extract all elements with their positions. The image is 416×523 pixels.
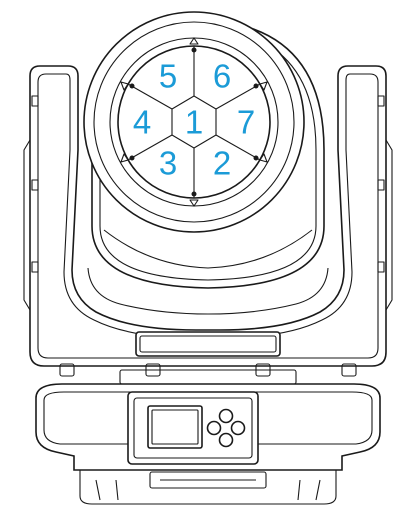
lens-outer-ring xyxy=(83,11,305,233)
up-button-icon xyxy=(218,408,234,424)
left-button-icon xyxy=(206,420,222,436)
led-cells: 1 2 3 4 5 6 7 xyxy=(127,46,261,198)
yoke-label-plate xyxy=(135,331,281,357)
head xyxy=(83,11,325,289)
segment-label-6: 6 xyxy=(213,58,231,95)
segment-label-3: 3 xyxy=(159,145,177,182)
base xyxy=(35,369,381,505)
segment-label-4: 4 xyxy=(133,104,151,141)
segment-label-7: 7 xyxy=(237,104,255,141)
right-button-icon xyxy=(230,420,246,436)
segment-label-1: 1 xyxy=(185,104,203,141)
lcd-screen xyxy=(147,405,203,449)
yoke xyxy=(23,65,393,377)
down-button-icon xyxy=(218,432,234,448)
segment-label-5: 5 xyxy=(159,58,177,95)
segment-label-2: 2 xyxy=(213,145,231,182)
